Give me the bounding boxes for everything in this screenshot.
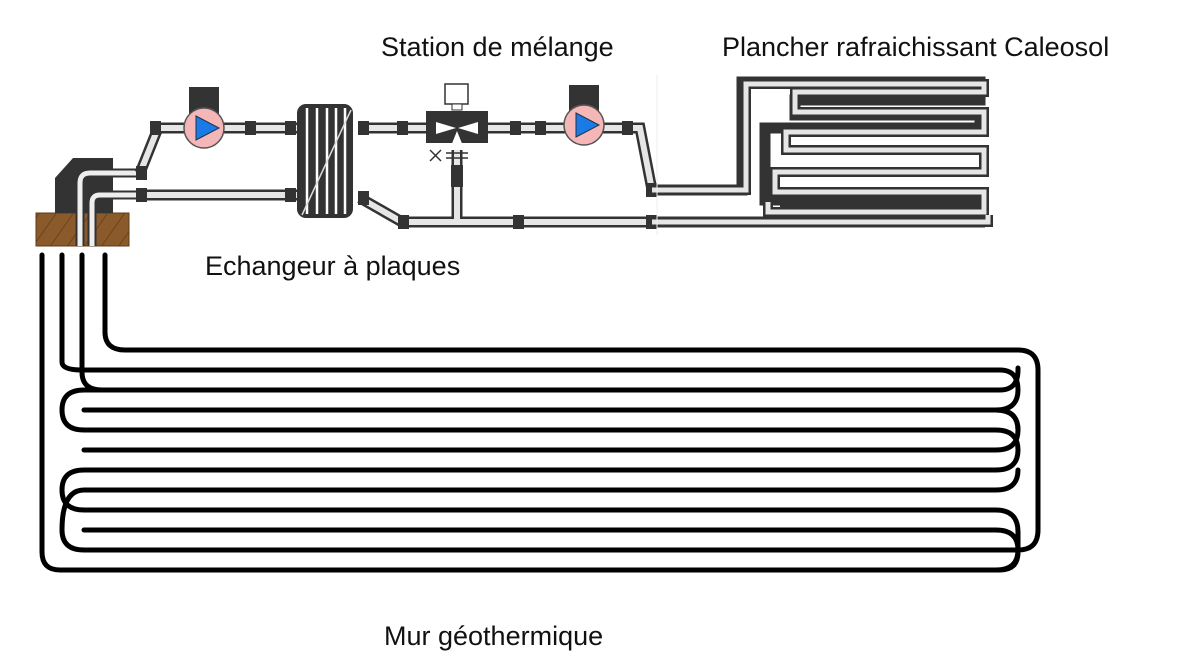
loop-upper-return <box>993 367 1021 413</box>
primary-circuit-pipes <box>134 76 986 229</box>
three-way-valve <box>426 83 488 162</box>
pump-primary <box>183 87 225 149</box>
loop-third <box>79 252 105 393</box>
plate-exchanger-label: Echangeur à plaques <box>205 251 461 281</box>
loop-mid-a <box>81 407 1021 433</box>
geothermal-wall-loops <box>39 252 1041 573</box>
cooling-floor-label: Plancher rafraichissant Caleosol <box>722 32 1110 62</box>
plate-heat-exchanger <box>297 104 353 218</box>
heat-exchanger-icon <box>297 104 353 218</box>
loop-mid-c <box>81 527 1021 573</box>
loop-second <box>59 252 1003 373</box>
loop-fourth <box>59 252 1041 553</box>
geothermal-wall-label: Mur géothermique <box>384 621 604 651</box>
ground-connection <box>35 158 140 247</box>
mixing-station-label: Station de mélange <box>381 32 614 62</box>
loop-mid-b <box>81 407 1021 453</box>
pump-secondary <box>563 85 605 146</box>
floor-coil <box>652 79 993 227</box>
